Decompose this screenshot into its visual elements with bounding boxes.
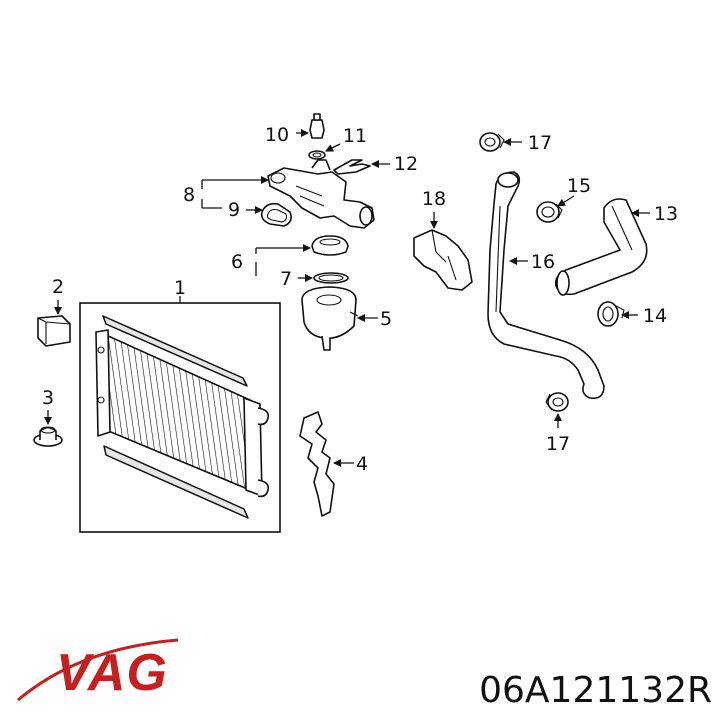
- hose-clamp-14: [597, 301, 638, 327]
- callout-5: 5: [380, 308, 392, 330]
- sensor-seal-ring: [308, 143, 341, 160]
- radiator-side-bracket: [299, 411, 354, 517]
- callout-10: 10: [265, 124, 289, 146]
- callout-8: 8: [183, 184, 195, 206]
- hose-clamp-17-upper: [479, 132, 522, 152]
- callout-11: 11: [343, 125, 367, 147]
- callout-12: 12: [394, 153, 418, 175]
- part-number: 06A121132R: [479, 670, 712, 711]
- upper-coolant-hose: [554, 198, 650, 296]
- callout-15: 15: [567, 175, 591, 197]
- vag-logo-swoosh: [17, 638, 179, 702]
- callout-16: 16: [531, 251, 555, 273]
- callout-8-9-bracket: [201, 176, 269, 214]
- radiator-bottom-seal: [103, 445, 249, 519]
- radiator-lower-grommet: [33, 410, 63, 447]
- callout-14: 14: [643, 305, 667, 327]
- hose-clamp-15: [536, 195, 575, 223]
- radiator-core: [105, 333, 251, 492]
- radiator-top-seal: [102, 315, 248, 387]
- callout-17-lower: 17: [546, 433, 570, 455]
- flange-gasket: [260, 202, 292, 227]
- vag-logo-text: VAG: [56, 644, 168, 702]
- callout-7: 7: [280, 268, 292, 290]
- lower-coolant-hose: [487, 171, 605, 400]
- callout-6-7-bracket: [255, 244, 313, 282]
- air-guide-shroud: [413, 212, 473, 291]
- coolant-expansion-tank: [301, 286, 378, 351]
- radiator-lower-port: [257, 479, 270, 498]
- tank-cap-seal-ring: [313, 272, 349, 284]
- callout-6: 6: [231, 251, 243, 273]
- radiator-upper-port: [257, 407, 270, 426]
- callout-18: 18: [422, 188, 446, 210]
- sensor-retaining-clip: [333, 159, 390, 175]
- callout-3: 3: [42, 387, 54, 409]
- expansion-tank-cap: [311, 235, 349, 256]
- coolant-temperature-sensor: [296, 113, 325, 139]
- callout-9: 9: [228, 199, 240, 221]
- radiator-assembly: [79, 296, 281, 533]
- callout-4: 4: [356, 453, 368, 475]
- radiator-left-tank: [95, 329, 111, 437]
- radiator-upper-mount: [37, 300, 71, 347]
- coolant-flange-housing: [267, 159, 375, 229]
- callout-17-upper: 17: [528, 132, 552, 154]
- hose-clamp-17-lower: [545, 392, 569, 428]
- callout-2: 2: [52, 276, 64, 298]
- callout-1: 1: [174, 277, 186, 299]
- vag-logo: VAG: [17, 638, 179, 702]
- callout-13: 13: [654, 203, 678, 225]
